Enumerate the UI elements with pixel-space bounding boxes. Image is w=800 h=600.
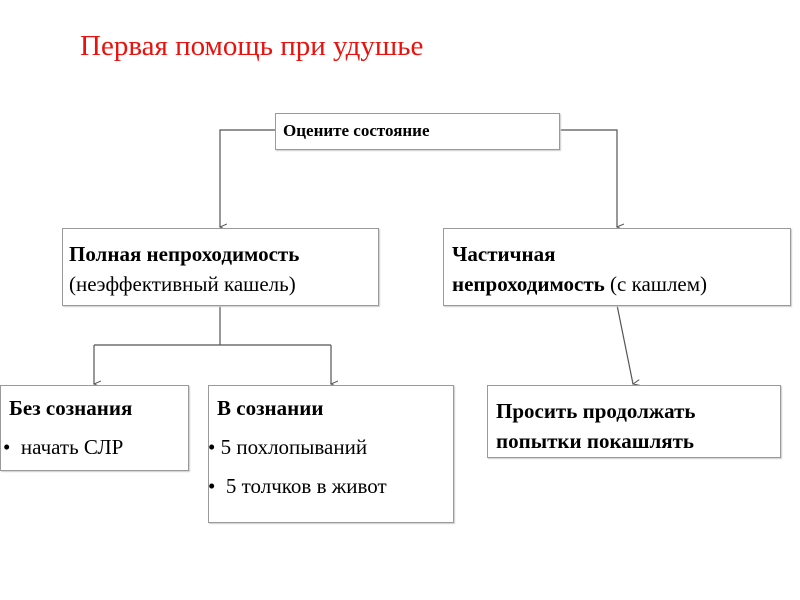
partial-obstruction-heading-2: непроходимость: [452, 272, 605, 296]
connector-assess-partial: [560, 129, 617, 227]
connector-complete-branch: [94, 305, 331, 346]
bullet: •: [3, 435, 11, 459]
complete-obstruction-box: Полная непроходимость (неэффективный каш…: [62, 228, 379, 306]
unconscious-item: начать СЛР: [20, 435, 124, 459]
assess-box: Оцените состояние: [275, 113, 560, 150]
connector-assess-complete: [220, 129, 275, 227]
keep-coughing-line2: попытки покашлять: [496, 429, 695, 453]
bullet: •: [208, 435, 216, 459]
conscious-heading: В сознании: [217, 396, 324, 420]
slide-title: Первая помощь при удушье: [80, 30, 424, 62]
conscious-box: В сознании • 5 похлопываний • 5 толчков …: [208, 385, 454, 523]
connector-partial-cough: [616, 304, 633, 384]
complete-obstruction-note: (неэффективный кашель): [69, 272, 296, 296]
keep-coughing-line1: Просить продолжать: [496, 399, 696, 423]
conscious-item: 5 похлопываний: [220, 435, 368, 459]
assess-label: Оцените состояние: [283, 121, 430, 140]
keep-coughing-box: Просить продолжать попытки покашлять: [487, 385, 781, 458]
unconscious-box: Без сознания • начать СЛР: [0, 385, 189, 471]
conscious-item: 5 толчков в живот: [225, 474, 387, 498]
partial-obstruction-note: (с кашлем): [604, 272, 708, 296]
partial-obstruction-box: Частичная непроходимость (с кашлем): [443, 228, 791, 306]
unconscious-heading: Без сознания: [9, 396, 133, 420]
complete-obstruction-heading: Полная непроходимость: [69, 242, 300, 266]
bullet: •: [208, 474, 216, 498]
partial-obstruction-heading: Частичная: [452, 242, 556, 266]
